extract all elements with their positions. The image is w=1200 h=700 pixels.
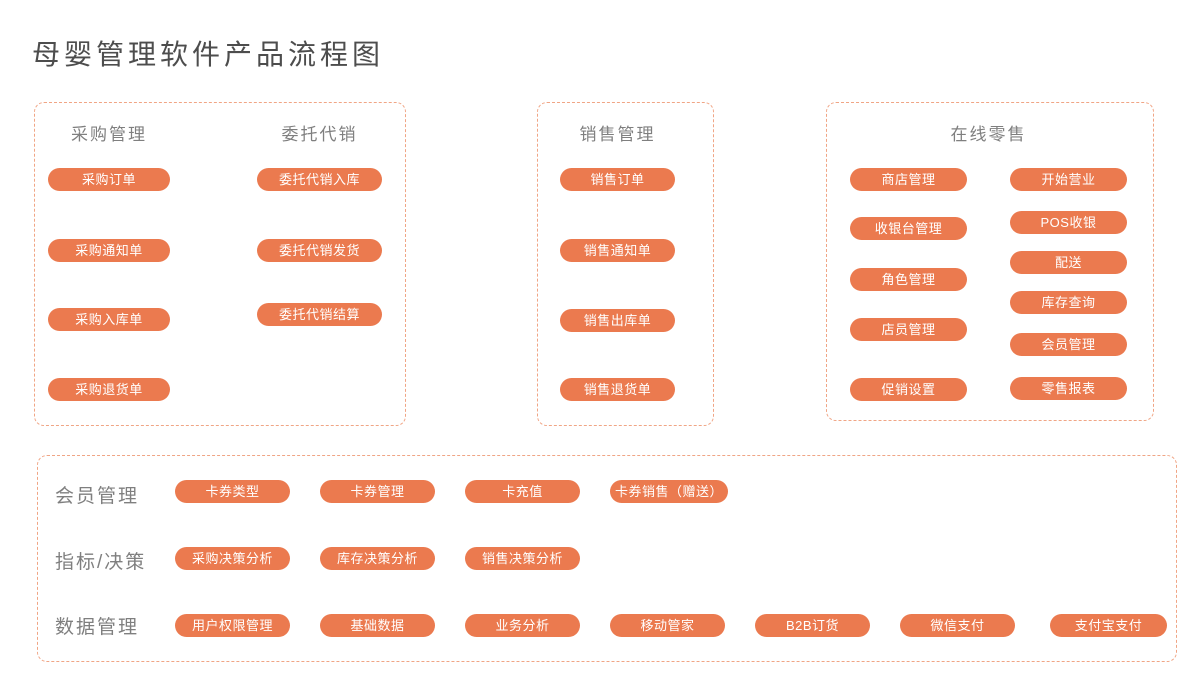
- box-purchase-consignment: [34, 102, 406, 426]
- pill-business-analysis: 业务分析: [465, 614, 580, 637]
- pill-purchase-notice: 采购通知单: [48, 239, 170, 262]
- pill-card-recharge: 卡充值: [465, 480, 580, 503]
- pill-b2b-ordering: B2B订货: [755, 614, 870, 637]
- box-sales: [537, 102, 714, 426]
- pill-sales-decision-analysis: 销售决策分析: [465, 547, 580, 570]
- pill-member-management: 会员管理: [1010, 333, 1127, 356]
- pill-user-permission-management: 用户权限管理: [175, 614, 290, 637]
- row-label-data-management: 数据管理: [55, 617, 140, 638]
- pill-wechat-pay: 微信支付: [900, 614, 1015, 637]
- pill-sales-outbound: 销售出库单: [560, 309, 675, 332]
- pill-role-management: 角色管理: [850, 268, 967, 291]
- box-online-retail: [826, 102, 1154, 421]
- pill-consignment-inbound: 委托代销入库: [257, 168, 382, 191]
- pill-purchase-inbound: 采购入库单: [48, 308, 170, 331]
- pill-card-management: 卡券管理: [320, 480, 435, 503]
- section-header-online-retail: 在线零售: [950, 125, 1027, 144]
- pill-pos-cashier: POS收银: [1010, 211, 1127, 234]
- pill-sales-notice: 销售通知单: [560, 239, 675, 262]
- pill-basic-data: 基础数据: [320, 614, 435, 637]
- pill-card-sale-gift: 卡券销售（赠送）: [610, 480, 728, 503]
- pill-purchase-order: 采购订单: [48, 168, 170, 191]
- pill-purchase-decision-analysis: 采购决策分析: [175, 547, 290, 570]
- pill-card-type: 卡券类型: [175, 480, 290, 503]
- pill-promotion-settings: 促销设置: [850, 378, 967, 401]
- pill-store-management: 商店管理: [850, 168, 967, 191]
- pill-sales-order: 销售订单: [560, 168, 675, 191]
- pill-clerk-management: 店员管理: [850, 318, 967, 341]
- pill-inventory-query: 库存查询: [1010, 291, 1127, 314]
- pill-start-business: 开始营业: [1010, 168, 1127, 191]
- pill-sales-return: 销售退货单: [560, 378, 675, 401]
- pill-alipay-pay: 支付宝支付: [1050, 614, 1167, 637]
- pill-cashier-desk-management: 收银台管理: [850, 217, 967, 240]
- pill-consignment-shipment: 委托代销发货: [257, 239, 382, 262]
- section-header-purchase: 采购管理: [71, 125, 147, 144]
- page-title: 母婴管理软件产品流程图: [32, 39, 385, 70]
- pill-purchase-return: 采购退货单: [48, 378, 170, 401]
- pill-retail-report: 零售报表: [1010, 377, 1127, 400]
- pill-delivery: 配送: [1010, 251, 1127, 274]
- section-header-sales: 销售管理: [579, 125, 656, 144]
- pill-mobile-manager: 移动管家: [610, 614, 725, 637]
- pill-consignment-settlement: 委托代销结算: [257, 303, 382, 326]
- box-bottom-panel: [37, 455, 1177, 662]
- section-header-consignment: 委托代销: [281, 125, 358, 144]
- row-label-metrics-decision: 指标/决策: [55, 552, 147, 573]
- pill-inventory-decision-analysis: 库存决策分析: [320, 547, 435, 570]
- row-label-member-management: 会员管理: [55, 486, 140, 507]
